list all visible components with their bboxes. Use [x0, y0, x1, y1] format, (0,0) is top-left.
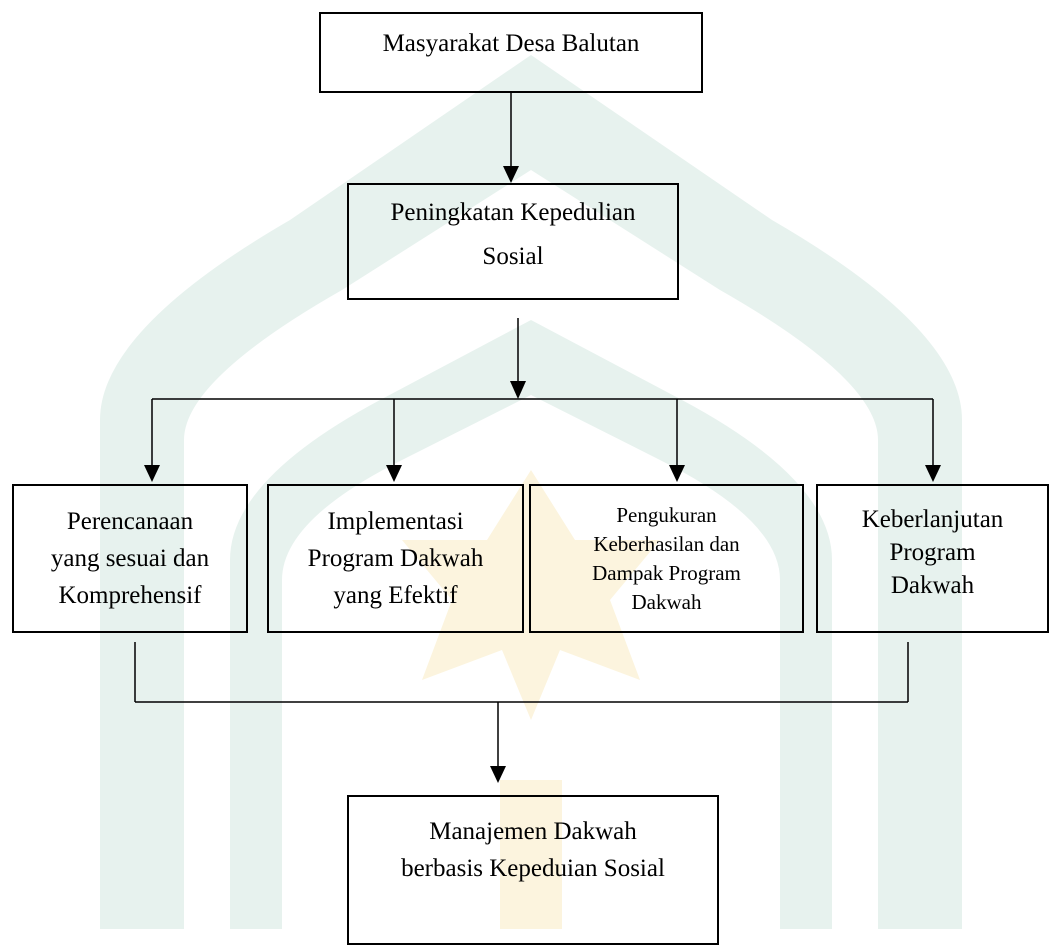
- community-box-label: Masyarakat Desa Balutan: [382, 29, 640, 57]
- branch-box-measurement: Pengukuran Keberhasilan dan Dampak Progr…: [529, 484, 804, 633]
- community-box: Masyarakat Desa Balutan: [319, 12, 703, 93]
- arrowhead-second: [503, 166, 519, 183]
- arrowhead-branch-3: [669, 465, 685, 482]
- branch-box-label: Implementasi Program Dakwah yang Efektif: [307, 508, 484, 609]
- arrowhead-branch-2: [386, 465, 402, 482]
- gold-star-shape: [402, 470, 660, 929]
- arrowhead-bottom: [490, 766, 506, 783]
- dakwah-management-box: Manajemen Dakwah berbasis Kepeduian Sosi…: [347, 795, 719, 945]
- arrowhead-branch-junction: [510, 381, 526, 399]
- social-awareness-box-label: Peningkatan Kepedulian Sosial: [390, 198, 636, 270]
- dakwah-management-box-label: Manajemen Dakwah berbasis Kepeduian Sosi…: [401, 818, 665, 882]
- green-arch-shape: [100, 55, 962, 929]
- branch-box-implementation: Implementasi Program Dakwah yang Efektif: [267, 484, 524, 633]
- arrowhead-branch-1: [144, 465, 160, 482]
- branch-box-label: Pengukuran Keberhasilan dan Dampak Progr…: [592, 502, 741, 614]
- branch-box-sustainability: Keberlanjutan Program Dakwah: [816, 484, 1049, 633]
- arrowhead-branch-4: [925, 465, 941, 482]
- branch-box-label: Keberlanjutan Program Dakwah: [861, 506, 1004, 599]
- branch-box-planning: Perencanaan yang sesuai dan Komprehensif: [12, 484, 248, 633]
- social-awareness-box: Peningkatan Kepedulian Sosial: [347, 183, 679, 300]
- branch-box-label: Perencanaan yang sesuai dan Komprehensif: [50, 508, 210, 609]
